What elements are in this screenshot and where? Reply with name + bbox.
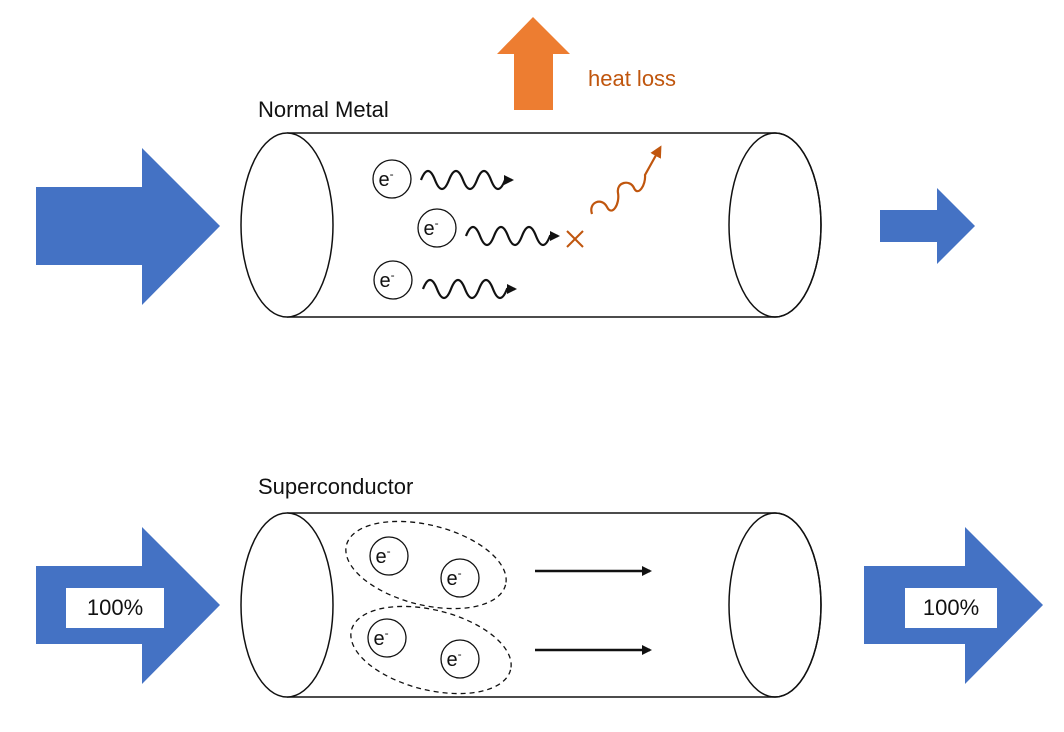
electron-3: e- xyxy=(373,260,413,300)
scattered-wave xyxy=(590,145,662,215)
superconductor-cylinder xyxy=(240,512,822,698)
svg-text:e-: e- xyxy=(446,647,461,671)
svg-text:e-: e- xyxy=(446,566,461,590)
electron-6: e- xyxy=(367,618,407,658)
electron-charge: - xyxy=(385,626,389,640)
input-percent-label: 100% xyxy=(87,595,143,620)
electron-symbol: e xyxy=(423,218,434,240)
electron-1: e- xyxy=(372,159,412,199)
normal-metal-cylinder xyxy=(240,132,822,318)
svg-text:e-: e- xyxy=(373,626,388,650)
cooper-pair-2 xyxy=(350,605,512,695)
normal-metal-title: Normal Metal xyxy=(258,97,389,122)
electron-symbol: e xyxy=(373,628,384,650)
electron-charge: - xyxy=(458,566,462,580)
electron-charge: - xyxy=(391,268,395,282)
electron-wave-2 xyxy=(464,225,560,247)
input-arrow-normal xyxy=(36,148,220,305)
electron-charge: - xyxy=(435,216,439,230)
electron-charge: - xyxy=(458,647,462,661)
electron-symbol: e xyxy=(446,568,457,590)
cooper-pair-1 xyxy=(345,520,507,610)
electron-symbol: e xyxy=(375,546,386,568)
electron-wave-3 xyxy=(421,278,517,300)
svg-text:e-: e- xyxy=(423,216,438,240)
output-arrow-normal xyxy=(880,188,975,264)
output-percent-label: 100% xyxy=(923,595,979,620)
input-percent-box xyxy=(66,588,164,628)
heat-loss-arrow xyxy=(497,17,570,110)
heat-loss-label: heat loss xyxy=(588,66,676,91)
electron-symbol: e xyxy=(446,649,457,671)
normal-metal-panel: heat loss Normal Metal e- e- e- xyxy=(36,17,975,318)
electron-symbol: e xyxy=(379,270,390,292)
electron-charge: - xyxy=(390,167,394,181)
output-percent-box xyxy=(905,588,997,628)
electron-4: e- xyxy=(369,536,409,576)
electron-7: e- xyxy=(440,639,480,679)
svg-text:e-: e- xyxy=(375,544,390,568)
svg-text:e-: e- xyxy=(379,268,394,292)
svg-text:e-: e- xyxy=(378,167,393,191)
superconductor-title: Superconductor xyxy=(258,474,413,499)
electron-charge: - xyxy=(387,544,391,558)
electron-wave-1 xyxy=(419,169,514,191)
superconductor-panel: Superconductor 100% e- e- e- e- xyxy=(36,474,1043,698)
electron-5: e- xyxy=(440,558,480,598)
electron-symbol: e xyxy=(378,169,389,191)
scattering-cross xyxy=(566,230,584,248)
electron-2: e- xyxy=(417,208,457,248)
